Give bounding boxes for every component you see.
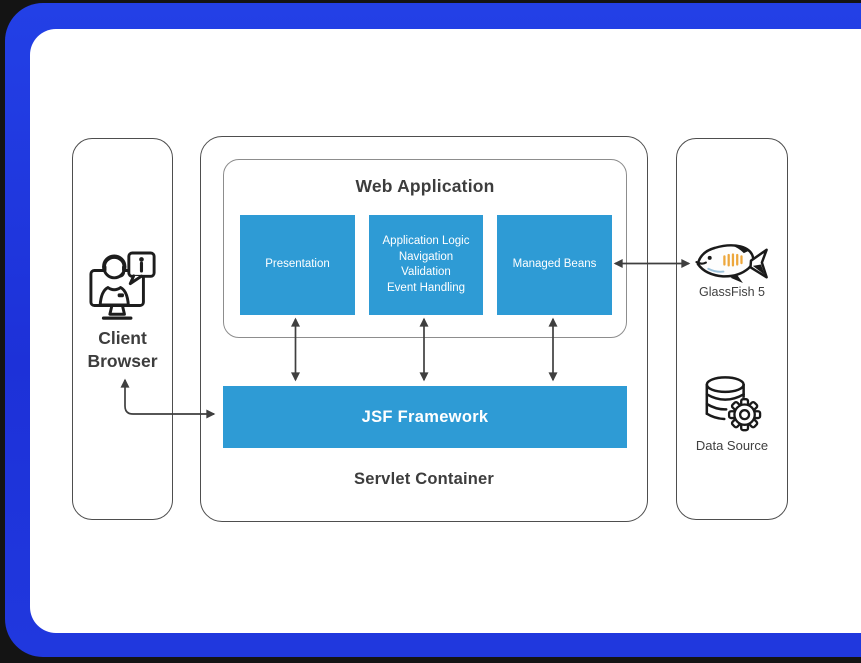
web-application-title: Web Application xyxy=(355,176,495,196)
info-glyph xyxy=(138,257,144,273)
managed-beans-module: Managed Beans xyxy=(497,215,612,315)
client-label-line2: Browser xyxy=(87,351,158,371)
client-browser-box: Client Browser xyxy=(72,138,173,520)
servlet-container-label: Servlet Container xyxy=(353,470,495,488)
presentation-label: Presentation xyxy=(265,258,330,271)
managed-beans-label: Managed Beans xyxy=(512,258,597,271)
logic-line-2: Navigation xyxy=(398,250,454,263)
client-browser-label: Client Browser xyxy=(73,327,172,373)
logic-line-4: Event Handling xyxy=(387,281,465,294)
glassfish-fish-icon xyxy=(695,244,768,283)
web-application-box: Web Application Presentation Application… xyxy=(223,159,627,338)
logic-line-3: Validation xyxy=(401,266,451,278)
client-browser-icon xyxy=(88,251,156,320)
logic-line-1: Application Logic xyxy=(382,235,470,247)
client-label-line1: Client xyxy=(98,328,147,348)
application-logic-module: Application Logic Navigation Validation … xyxy=(369,215,483,315)
fish-gill-stripes xyxy=(723,253,743,267)
glassfish-label: GlassFish 5 xyxy=(699,285,765,299)
server-resources-box: GlassFish 5 Data So xyxy=(676,138,788,520)
servlet-container-box: Web Application Presentation Application… xyxy=(200,136,648,522)
jsf-framework-label: JSF Framework xyxy=(361,407,489,426)
jsf-framework-bar: JSF Framework xyxy=(223,386,627,448)
data-source-label: Data Source xyxy=(695,438,769,453)
presentation-module: Presentation xyxy=(240,215,355,315)
database-gear-icon xyxy=(705,376,762,432)
